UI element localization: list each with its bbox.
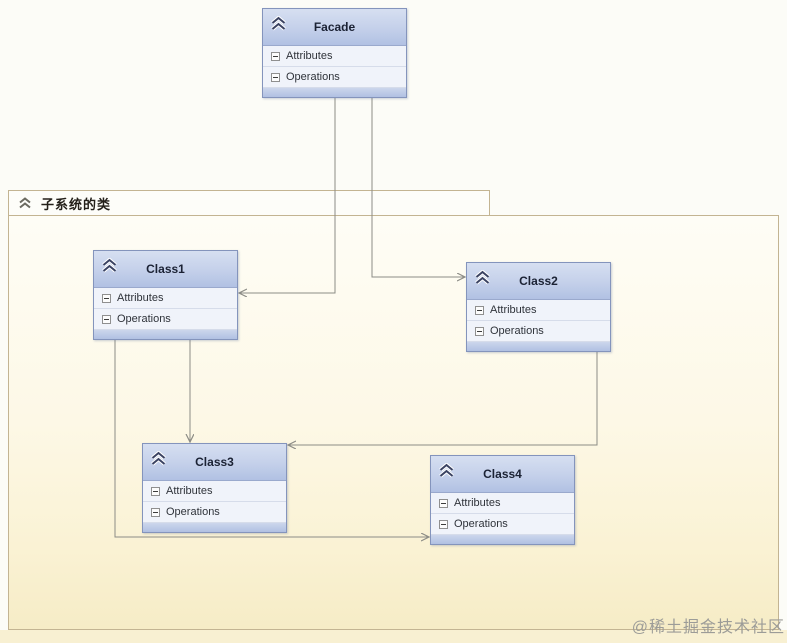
class-node-facade[interactable]: Facade Attributes Operations [262,8,407,98]
attributes-label: Attributes [490,304,537,316]
collapse-chevron-icon[interactable] [474,269,491,285]
group-collapse-icon[interactable] [18,197,32,209]
class-node-title: Facade [313,20,356,34]
group-subsystem-tab[interactable]: 子系统的类 [8,190,490,215]
collapse-chevron-icon[interactable] [150,450,167,466]
class-node-title: Class2 [519,274,558,288]
operations-label: Operations [166,506,220,518]
operations-row[interactable]: Operations [263,67,406,88]
collapse-minus-icon[interactable] [271,72,280,82]
collapse-chevron-icon[interactable] [438,462,455,478]
collapse-minus-icon[interactable] [102,314,111,324]
collapse-minus-icon[interactable] [475,305,484,315]
operations-row[interactable]: Operations [143,502,286,523]
attributes-row[interactable]: Attributes [467,300,610,321]
collapse-chevron-icon[interactable] [270,15,287,31]
collapse-minus-icon[interactable] [151,507,160,517]
operations-row[interactable]: Operations [467,321,610,342]
attributes-label: Attributes [166,485,213,497]
collapse-minus-icon[interactable] [102,293,111,303]
attributes-label: Attributes [454,497,501,509]
node-footer [94,330,237,339]
collapse-minus-icon[interactable] [439,519,448,529]
class-node-title: Class3 [195,455,234,469]
operations-label: Operations [286,71,340,83]
node-footer [263,88,406,97]
collapse-minus-icon[interactable] [151,486,160,496]
class-node-class1-header[interactable]: Class1 [94,251,237,288]
attributes-row[interactable]: Attributes [431,493,574,514]
attributes-row[interactable]: Attributes [94,288,237,309]
collapse-minus-icon[interactable] [439,498,448,508]
operations-label: Operations [490,325,544,337]
class-node-title: Class4 [483,467,522,481]
operations-row[interactable]: Operations [94,309,237,330]
class-node-class2-header[interactable]: Class2 [467,263,610,300]
operations-label: Operations [117,313,171,325]
operations-row[interactable]: Operations [431,514,574,535]
class-node-class2[interactable]: Class2 Attributes Operations [466,262,611,352]
attributes-label: Attributes [286,50,333,62]
group-label: 子系统的类 [41,196,112,212]
class-node-facade-header[interactable]: Facade [263,9,406,46]
class-node-class3-header[interactable]: Class3 [143,444,286,481]
attributes-row[interactable]: Attributes [143,481,286,502]
watermark: @稀土掘金技术社区 [631,619,785,636]
class-node-class4[interactable]: Class4 Attributes Operations [430,455,575,545]
node-footer [143,523,286,532]
class-node-class4-header[interactable]: Class4 [431,456,574,493]
node-footer [431,535,574,544]
collapse-minus-icon[interactable] [271,51,280,61]
collapse-minus-icon[interactable] [475,326,484,336]
attributes-label: Attributes [117,292,164,304]
node-footer [467,342,610,351]
operations-label: Operations [454,518,508,530]
page-bottom-strip [0,630,787,643]
class-node-class1[interactable]: Class1 Attributes Operations [93,250,238,340]
class-node-title: Class1 [146,262,185,276]
attributes-row[interactable]: Attributes [263,46,406,67]
collapse-chevron-icon[interactable] [101,257,118,273]
class-node-class3[interactable]: Class3 Attributes Operations [142,443,287,533]
